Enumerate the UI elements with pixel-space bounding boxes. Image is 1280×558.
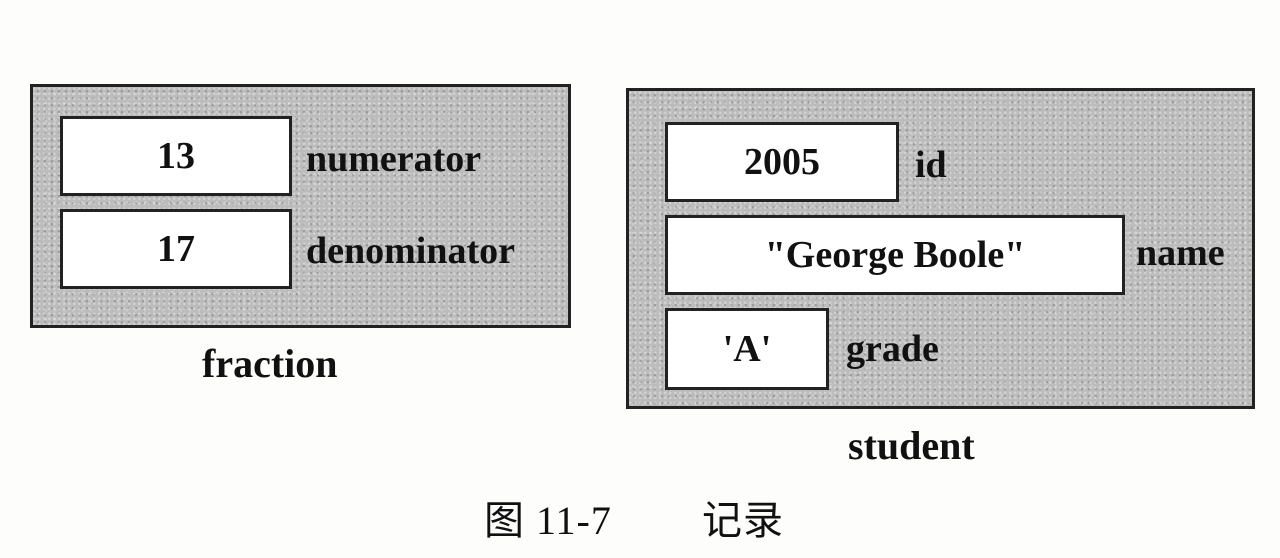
fraction-numerator-value: 13 [60,116,292,196]
figure-number: 图 11-7 [484,498,612,543]
student-grade-value: 'A' [665,308,829,390]
fraction-numerator-label: numerator [306,138,482,180]
fraction-denominator-value: 17 [60,209,292,289]
student-name-value: "George Boole" [665,215,1125,295]
student-id-label: id [915,144,947,186]
fraction-denominator-label: denominator [306,230,515,272]
fraction-record-name: fraction [202,341,338,386]
figure-title: 记录 [702,498,784,543]
student-id-value: 2005 [665,122,899,202]
student-record-name: student [848,423,975,468]
student-name-label: name [1136,232,1225,274]
student-grade-label: grade [846,328,939,370]
